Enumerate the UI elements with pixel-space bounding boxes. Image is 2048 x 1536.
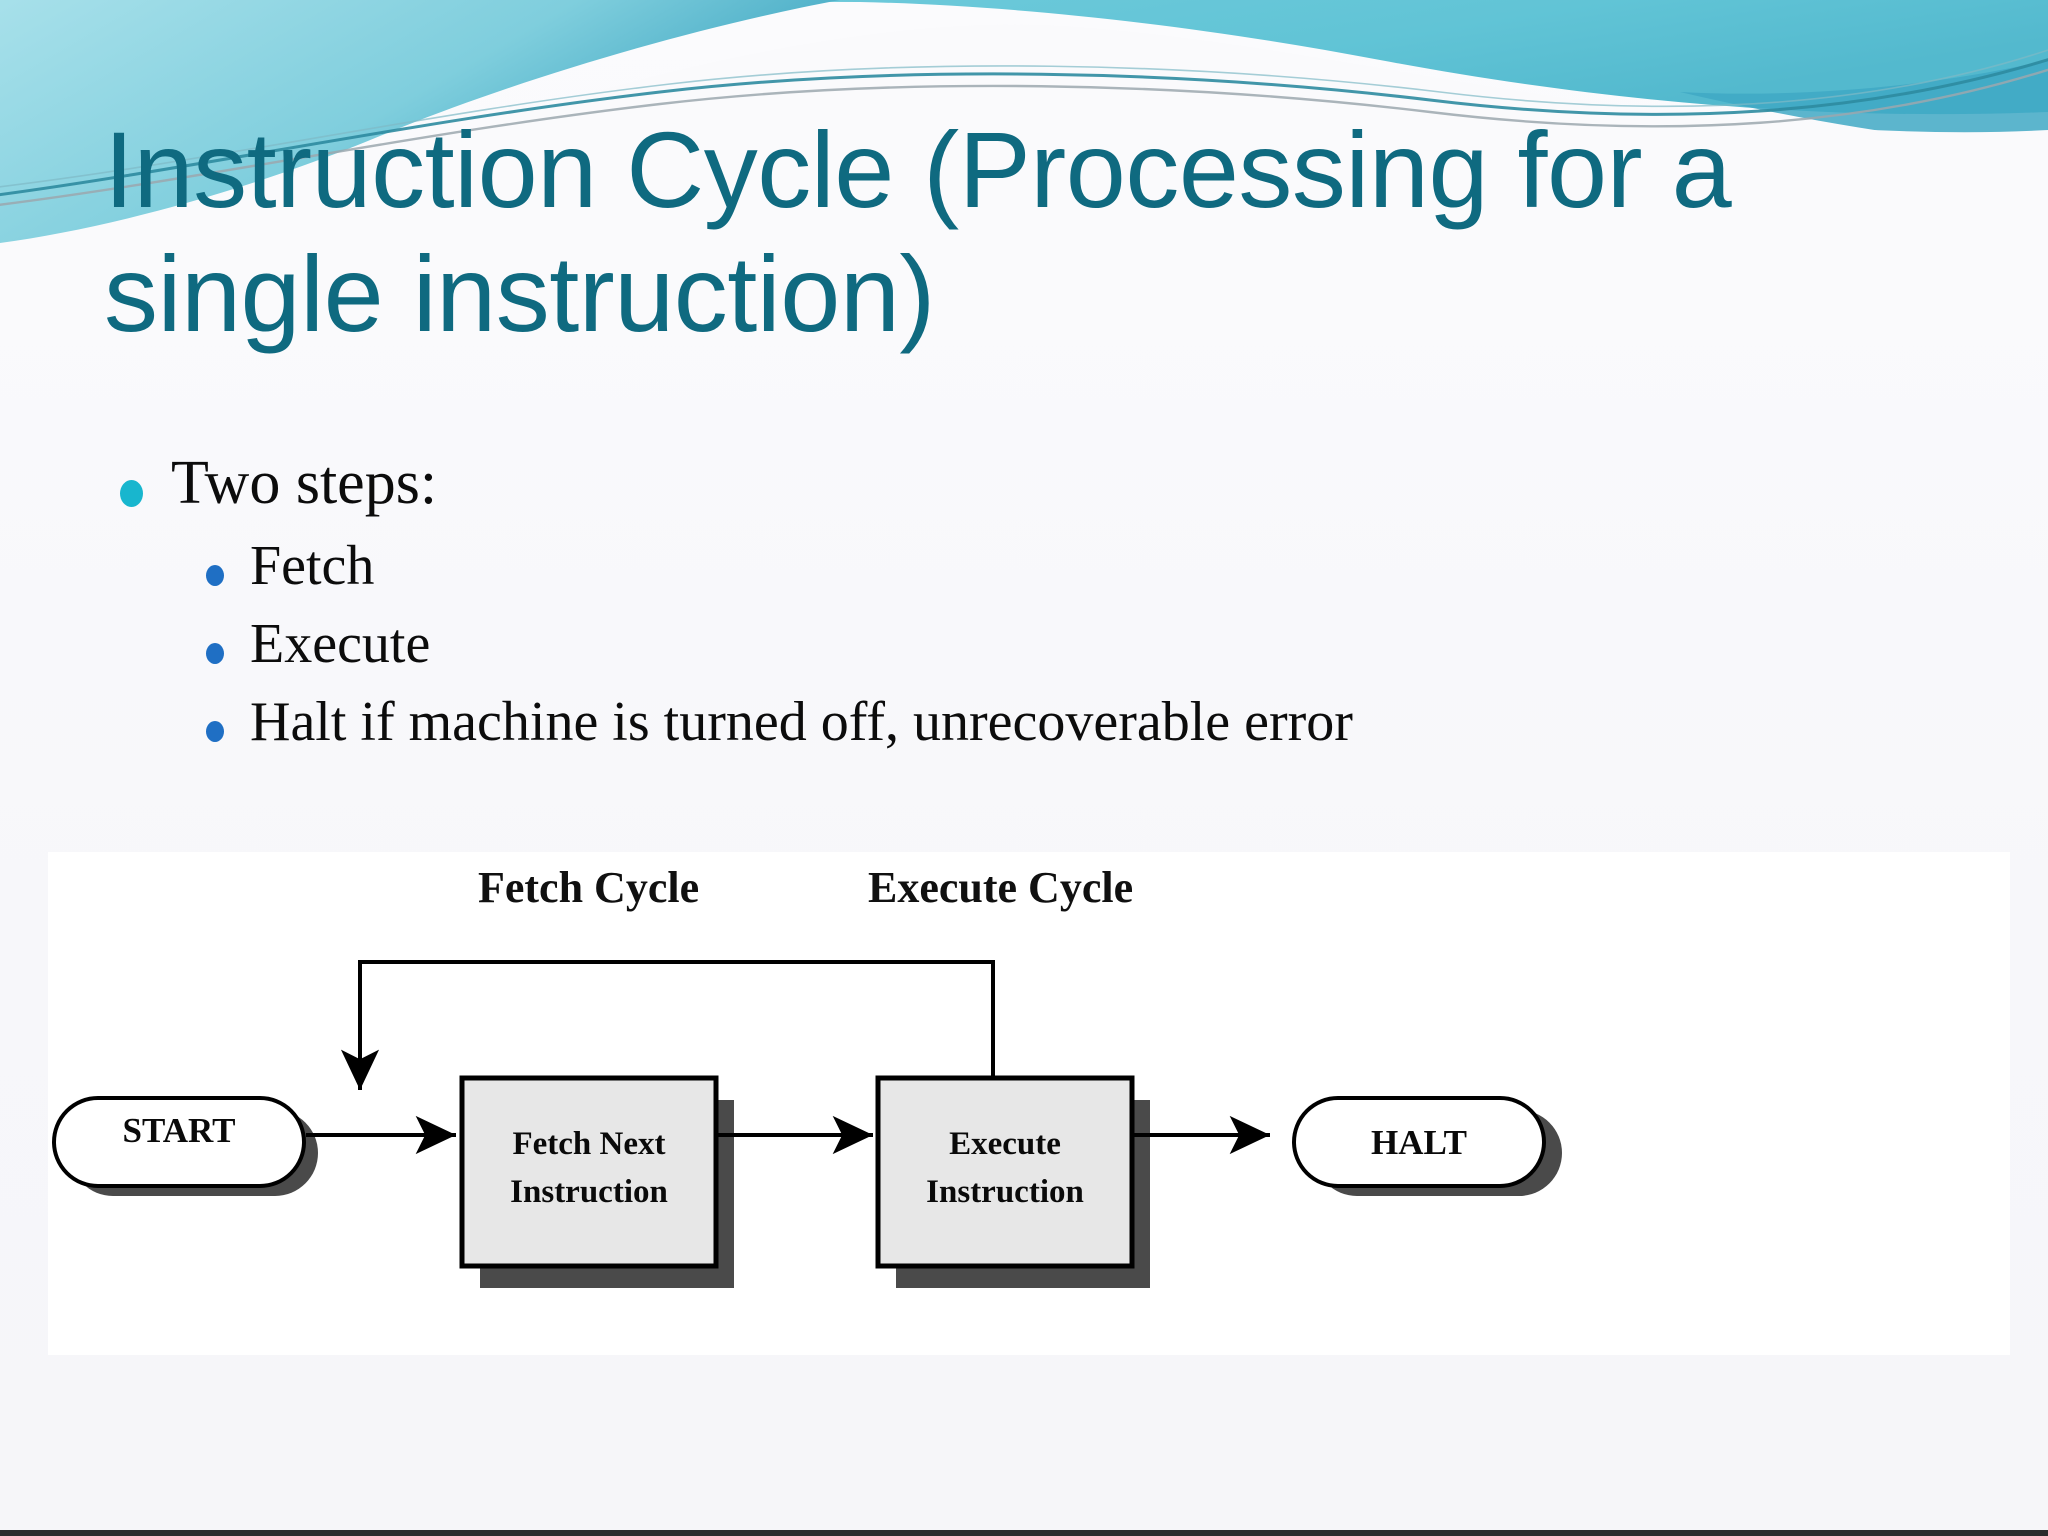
- fetch-node-shape[interactable]: [459, 1075, 719, 1269]
- bullet-text: Two steps:: [171, 449, 438, 517]
- bullet-text: Execute: [250, 613, 431, 675]
- execute-node-label-line2: Instruction: [926, 1174, 1084, 1210]
- bullet-item-two-steps: Two steps:: [120, 452, 1980, 514]
- halt-node-label: HALT: [1371, 1123, 1467, 1162]
- bullet-list: Two steps: Fetch Execute Halt if machine…: [120, 452, 1980, 772]
- label-fetch-cycle: Fetch Cycle: [478, 863, 699, 912]
- bullet-marker-level2: [206, 721, 224, 742]
- title-line-1: Instruction Cycle (Processing for a: [104, 109, 1732, 230]
- bullet-marker-level2: [206, 643, 224, 664]
- bullet-item-halt: Halt if machine is turned off, unrecover…: [206, 694, 1980, 750]
- page-title: Instruction Cycle (Processing for a sing…: [104, 108, 1954, 356]
- start-node-shape[interactable]: [52, 1096, 306, 1188]
- start-node-label: START: [123, 1111, 236, 1150]
- execute-node-label-line1: Execute: [949, 1126, 1061, 1162]
- bullet-text: Fetch: [250, 535, 375, 597]
- instruction-cycle-diagram: Fetch Cycle Execute Cycle START Fetch Ne…: [48, 852, 2010, 1355]
- title-line-2: single instruction): [104, 233, 935, 355]
- bullet-item-execute: Execute: [206, 616, 1980, 672]
- halt-node-shape[interactable]: [1292, 1096, 1546, 1188]
- fetch-node-label-line2: Instruction: [510, 1174, 668, 1210]
- fetch-node-label-line1: Fetch Next: [512, 1126, 665, 1162]
- execute-node-shape[interactable]: [875, 1075, 1135, 1269]
- bullet-marker-level1: [120, 480, 143, 507]
- bullet-item-fetch: Fetch: [206, 538, 1980, 594]
- bullet-text: Halt if machine is turned off, unrecover…: [250, 691, 1353, 753]
- diagram-canvas: Fetch Cycle Execute Cycle START Fetch Ne…: [52, 863, 1562, 1288]
- bullet-marker-level2: [206, 565, 224, 586]
- label-execute-cycle: Execute Cycle: [868, 863, 1133, 912]
- wave-band-upper: [0, 0, 2048, 115]
